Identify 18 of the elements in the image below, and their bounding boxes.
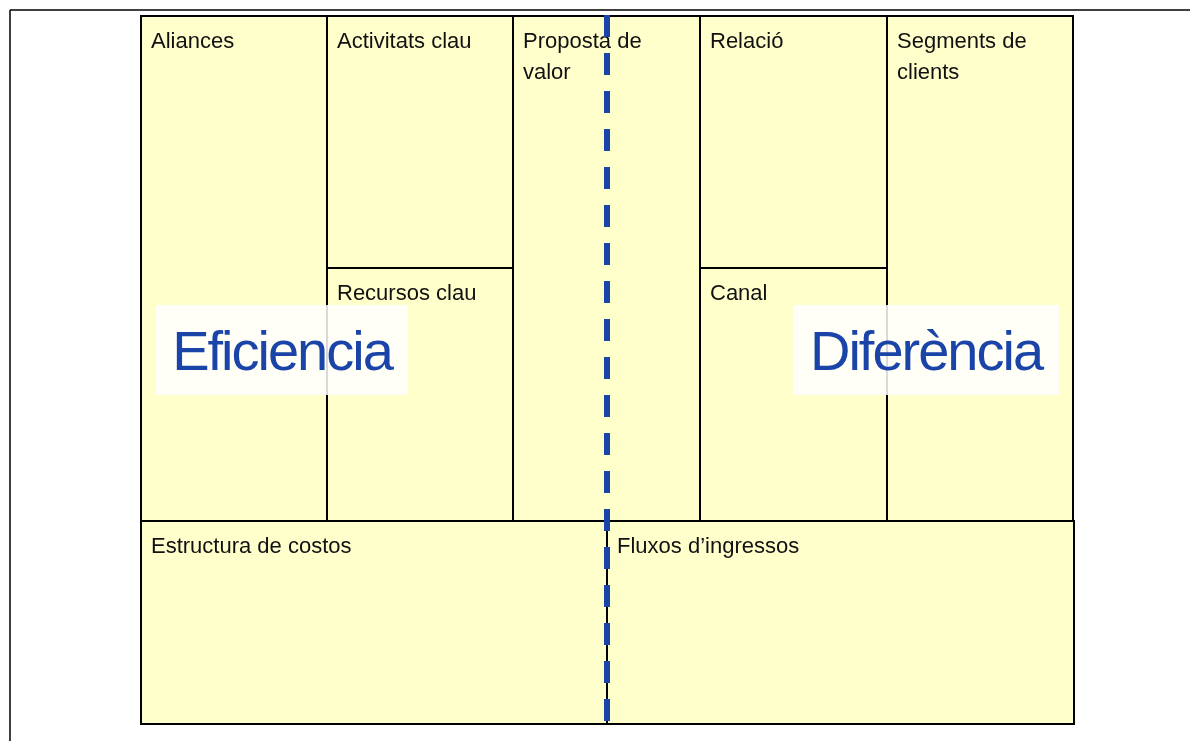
overlay-heading: Diferència (809, 317, 1043, 383)
canvas-block (512, 15, 701, 522)
canvas-block (326, 15, 514, 269)
block-heading: Estructura de costos (151, 532, 353, 560)
block-heading: Relació (710, 27, 785, 55)
label-panel (793, 305, 1059, 395)
block-heading: Activitats clau (337, 27, 473, 55)
block-heading: Segments de clients (897, 27, 1028, 86)
block-heading: Fluxos d’ingressos (617, 532, 801, 560)
canvas-block (606, 520, 1075, 725)
canvas-block (699, 15, 888, 269)
block-heading: Aliances (151, 27, 236, 55)
block-heading: Recursos clau (337, 279, 478, 307)
label-panel (156, 305, 408, 395)
canvas-block (140, 520, 608, 725)
block-heading: Canal (710, 279, 769, 307)
block-heading: Proposta de valor (523, 27, 643, 86)
overlay-heading: Eficiencia (172, 317, 392, 383)
